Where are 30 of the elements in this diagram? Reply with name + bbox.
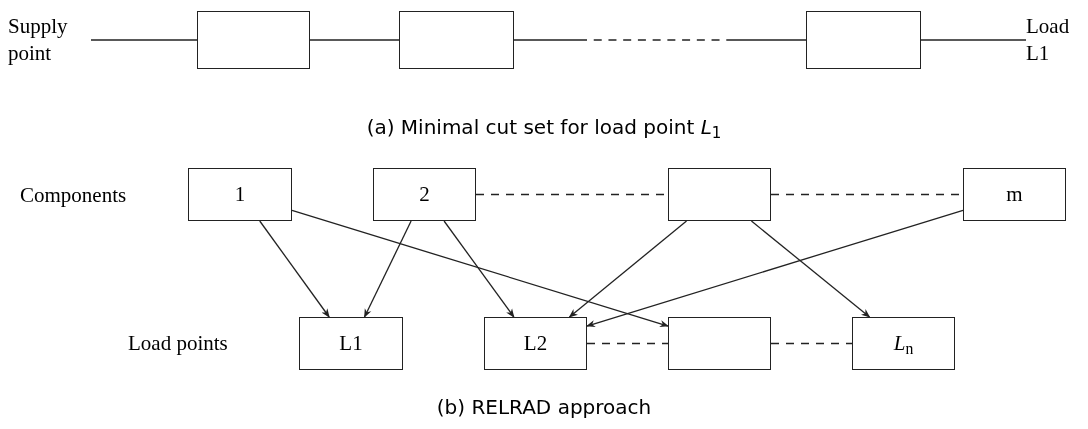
- component-box: [668, 168, 771, 221]
- terminal-label: Load L1: [1026, 10, 1088, 70]
- component-box: [668, 317, 771, 370]
- connector-line: [309, 39, 400, 41]
- component-box: [399, 11, 514, 69]
- connector-line: [586, 342, 669, 345]
- component-box: [806, 11, 921, 69]
- component-box: L1: [299, 317, 403, 370]
- connector-line: [90, 39, 198, 41]
- component-box: L$_{n}$: [852, 317, 955, 370]
- component-box: m: [963, 168, 1066, 221]
- arrow: [568, 220, 688, 318]
- arrow: [586, 209, 964, 328]
- component-box: 1: [188, 168, 292, 221]
- component-box: 2: [373, 168, 476, 221]
- component-box: L2: [484, 317, 587, 370]
- component-box: [197, 11, 310, 69]
- arrow: [750, 220, 871, 318]
- caption: (a) Minimal cut set for load point L$_{1}$: [365, 114, 723, 142]
- arrow: [259, 220, 330, 318]
- arrow: [363, 220, 412, 318]
- arrow: [443, 220, 515, 318]
- row-label: Load points: [128, 330, 228, 357]
- terminal-label: Supply point: [8, 10, 91, 70]
- row-label: Components: [20, 182, 127, 209]
- connector-line: [513, 39, 807, 41]
- connector-line: [770, 342, 853, 345]
- arrow: [291, 209, 669, 328]
- connector-line: [920, 39, 1027, 41]
- caption: (b) RELRAD approach: [435, 394, 653, 421]
